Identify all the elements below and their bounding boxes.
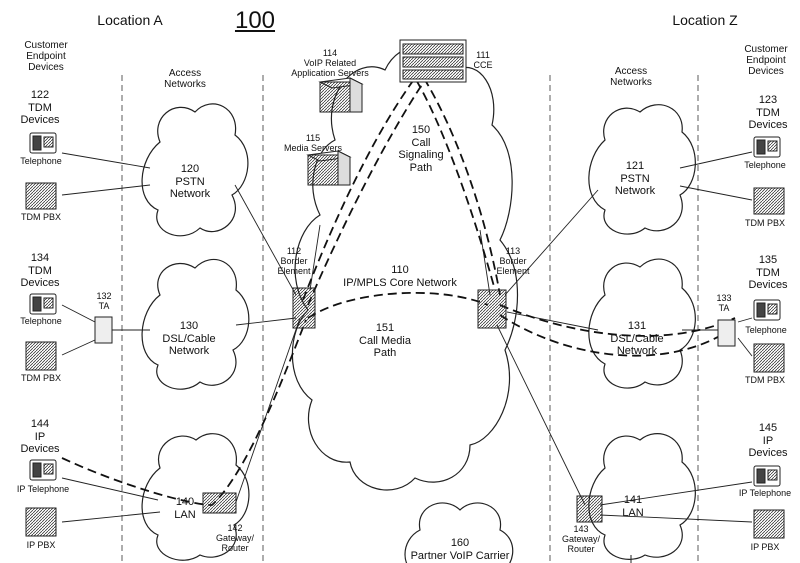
partner-160-cloud bbox=[404, 502, 514, 563]
ip-pbx-144-icon bbox=[25, 507, 57, 537]
call-media-151-label: 151 Call Media Path bbox=[359, 322, 411, 359]
partner-carrier-160-label: 160 Partner VoIP Carrier bbox=[410, 537, 510, 562]
ta-132-label: 132 TA bbox=[96, 291, 112, 311]
pstn-120-cloud bbox=[141, 103, 249, 237]
tdm-pbx-135-icon bbox=[753, 343, 785, 373]
tdm-devices-134-label: 134 TDM Devices bbox=[20, 252, 60, 289]
column-dividers bbox=[121, 75, 699, 563]
ip-telephone-144-label: IP Telephone bbox=[16, 484, 70, 494]
gateway-143-device bbox=[576, 495, 603, 523]
ta-133-device bbox=[717, 319, 736, 347]
media-right-line bbox=[499, 314, 731, 357]
telephone-123-label: Telephone bbox=[744, 160, 786, 170]
gateway-142-device bbox=[202, 492, 237, 514]
location-a-label: Location A bbox=[97, 12, 163, 28]
lan-140-label: 140 LAN bbox=[174, 496, 196, 521]
border-element-112-label: 112 Border Element bbox=[277, 246, 311, 276]
media-right-line-2 bbox=[499, 304, 736, 337]
ip-devices-144-label: 144 IP Devices bbox=[20, 418, 60, 455]
telephone-123-icon bbox=[753, 136, 781, 158]
ip-telephone-144-icon bbox=[29, 459, 57, 481]
media-115-server bbox=[306, 150, 352, 186]
tdm-pbx-135-label: TDM PBX bbox=[744, 375, 785, 385]
tdm-pbx-134-label: TDM PBX bbox=[20, 373, 61, 383]
border-element-113-label: 113 Border Element bbox=[496, 246, 530, 276]
connection-lines bbox=[61, 151, 753, 523]
ta-132-device bbox=[94, 316, 113, 344]
core-network-110-label: 110 IP/MPLS Core Network bbox=[343, 264, 457, 289]
diagram-title: 100 bbox=[234, 7, 276, 34]
ip-telephone-145-icon bbox=[753, 465, 781, 487]
call-signaling-path-line bbox=[302, 76, 496, 301]
telephone-134-icon bbox=[29, 293, 57, 315]
lan-141-label: 141 LAN bbox=[622, 494, 644, 519]
access-networks-a: Access Networks bbox=[164, 68, 206, 90]
call-media-path-line bbox=[307, 292, 489, 319]
dsl-130-label: 130 DSL/Cable Network bbox=[162, 320, 216, 357]
voip-114-server bbox=[318, 77, 364, 113]
ip-pbx-145-label: IP PBX bbox=[750, 542, 780, 552]
lan-141-cloud bbox=[588, 433, 696, 560]
tdm-devices-135-label: 135 TDM Devices bbox=[748, 254, 788, 291]
tdm-devices-122-label: 122 TDM Devices bbox=[20, 89, 60, 126]
cce-111-server bbox=[399, 39, 467, 83]
customer-endpoint-devices-z: Customer Endpoint Devices bbox=[744, 44, 788, 77]
cce-111-label: 111 CCE bbox=[473, 50, 493, 70]
voip-servers-114-label: 114 VoIP Related Application Servers bbox=[291, 48, 369, 78]
pstn-121-cloud bbox=[588, 104, 696, 235]
dsl-131-label: 131 DSL/Cable Network bbox=[610, 320, 664, 357]
tdm-devices-123-label: 123 TDM Devices bbox=[748, 94, 788, 131]
pstn-120-label: 120 PSTN Network bbox=[169, 163, 211, 200]
customer-endpoint-devices-a: Customer Endpoint Devices bbox=[24, 40, 68, 73]
telephone-135-label: Telephone bbox=[745, 325, 787, 335]
access-networks-z: Access Networks bbox=[610, 66, 652, 88]
ip-devices-145-label: 145 IP Devices bbox=[748, 422, 788, 459]
telephone-134-label: Telephone bbox=[20, 316, 62, 326]
tdm-pbx-134-icon bbox=[25, 341, 57, 371]
ip-pbx-144-label: IP PBX bbox=[26, 540, 56, 550]
call-signaling-150-label: 150 Call Signaling Path bbox=[398, 124, 444, 174]
ta-133-label: 133 TA bbox=[716, 293, 732, 313]
telephone-122-label: Telephone bbox=[20, 156, 62, 166]
ip-pbx-145-icon bbox=[753, 509, 785, 539]
tdm-pbx-122-label: TDM PBX bbox=[20, 212, 61, 222]
telephone-135-icon bbox=[753, 299, 781, 321]
pstn-121-label: 121 PSTN Network bbox=[614, 160, 656, 197]
tdm-pbx-122-icon bbox=[25, 182, 57, 210]
border-element-113-device bbox=[477, 289, 507, 329]
lan-140-cloud bbox=[141, 433, 250, 561]
dsl-130-cloud bbox=[141, 258, 250, 390]
gateway-142-label: 142 Gateway/ Router bbox=[215, 523, 255, 553]
media-servers-115-label: 115 Media Servers bbox=[283, 133, 343, 153]
tdm-pbx-123-label: TDM PBX bbox=[744, 218, 785, 228]
telephone-122-icon bbox=[29, 132, 57, 154]
border-element-112-device bbox=[292, 287, 316, 329]
ip-telephone-145-label: IP Telephone bbox=[738, 488, 792, 498]
location-z-label: Location Z bbox=[672, 12, 738, 28]
tdm-pbx-123-icon bbox=[753, 187, 785, 215]
gateway-143-label: 143 Gateway/ Router bbox=[561, 524, 601, 554]
